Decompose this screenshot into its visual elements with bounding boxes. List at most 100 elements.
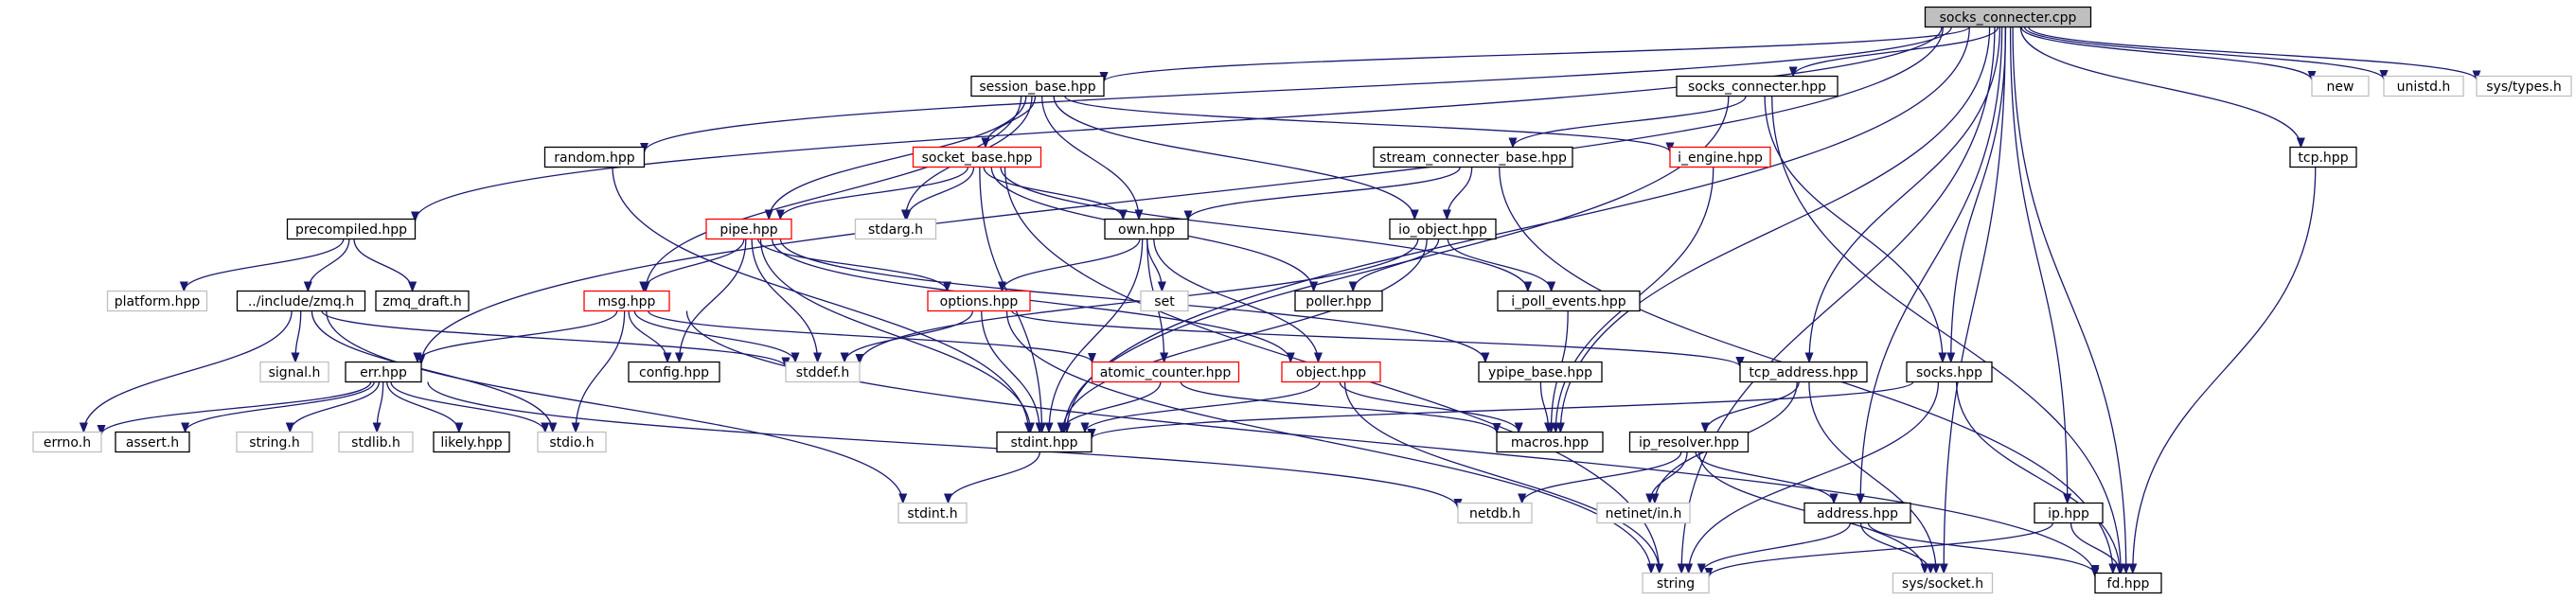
- node-platform: platform.hpp: [106, 290, 208, 312]
- node-zmq-h[interactable]: ../include/zmq.h: [236, 290, 366, 312]
- edge-atomic_counter-to-macros: [1180, 381, 1497, 433]
- node-box: [286, 218, 417, 240]
- node-io-object[interactable]: io_object.hpp: [1389, 218, 1497, 240]
- node-i-poll-events[interactable]: i_poll_events.hpp: [1497, 290, 1641, 312]
- edge-socks-to-stdint_hpp: [1092, 380, 1914, 439]
- node-netinet-in: netinet/in.h: [1596, 502, 1691, 524]
- edge-zmq_h-to-stdint_h: [326, 310, 903, 504]
- node-options[interactable]: options.hpp: [927, 290, 1031, 312]
- node-err-hpp[interactable]: err.hpp: [345, 361, 422, 383]
- node-poller[interactable]: poller.hpp: [1294, 290, 1383, 312]
- node-label: set: [1154, 294, 1175, 309]
- node-address[interactable]: address.hpp: [1803, 502, 1911, 524]
- node-zmq-draft[interactable]: zmq_draft.h: [375, 290, 470, 312]
- edge-ip-to-string: [1709, 522, 2054, 578]
- node-label: options.hpp: [940, 294, 1019, 309]
- node-box: [537, 431, 607, 453]
- edge-socks_connecter_cpp-to-precompiled: [416, 27, 1943, 221]
- edge-session_base-to-own: [1040, 96, 1139, 220]
- node-label: stream_connecter_base.hpp: [1379, 150, 1567, 166]
- node-box: [628, 361, 720, 383]
- edge-options-to-stddef_h: [844, 310, 974, 362]
- node-label: msg.hpp: [598, 294, 656, 309]
- node-socks-connecter-hpp[interactable]: socks_connecter.hpp: [1676, 75, 1839, 97]
- edge-err_hpp-to-assert_h: [186, 381, 375, 433]
- node-socks[interactable]: socks.hpp: [1906, 361, 1993, 383]
- node-macros[interactable]: macros.hpp: [1496, 431, 1604, 453]
- node-msg[interactable]: msg.hpp: [583, 290, 670, 312]
- node-box: [259, 361, 329, 383]
- node-box: [2289, 146, 2357, 168]
- node-box: [236, 290, 366, 312]
- edge-io_object-to-poller: [1353, 239, 1440, 292]
- node-label: err.hpp: [360, 365, 407, 380]
- edge-socks_connecter_cpp-to-socks_connecter_hpp: [1793, 27, 1999, 77]
- node-label: socket_base.hpp: [922, 150, 1033, 166]
- edge-err_hpp-to-stdio_h: [390, 381, 545, 433]
- node-config[interactable]: config.hpp: [628, 361, 720, 383]
- edge-stdint_hpp-to-stdint_h: [949, 451, 1040, 504]
- node-session-base[interactable]: session_base.hpp: [970, 75, 1105, 97]
- node-ip-resolver[interactable]: ip_resolver.hpp: [1628, 431, 1750, 453]
- node-box: [1389, 218, 1497, 240]
- node-box: [1281, 361, 1381, 383]
- node-stream-connecter-base[interactable]: stream_connecter_base.hpp: [1373, 146, 1573, 168]
- edge-ip_resolver-to-netinet_in: [1650, 451, 1688, 504]
- edge-msg-to-err_hpp: [417, 310, 618, 362]
- dependency-nodes: socks_connecter.cpp precompiled.hpp platfo…: [32, 6, 2572, 594]
- node-box: [106, 290, 208, 312]
- node-box: [2311, 75, 2370, 97]
- edge-pipe-to-msg: [644, 239, 745, 292]
- node-ip[interactable]: ip.hpp: [2034, 502, 2104, 524]
- node-stdint-hpp[interactable]: stdint.hpp: [996, 431, 1093, 453]
- node-string-h: string.h: [236, 431, 313, 453]
- edge-session_base-to-socket_base: [986, 96, 1037, 148]
- node-object[interactable]: object.hpp: [1281, 361, 1381, 383]
- node-tcp[interactable]: tcp.hpp: [2289, 146, 2357, 168]
- edge-socket_base-to-pipe: [780, 167, 969, 220]
- edge-socks_connecter_cpp-to-fd: [2012, 27, 2126, 574]
- node-box: [2034, 502, 2104, 524]
- node-label: ip.hpp: [2048, 506, 2089, 521]
- node-box: [1478, 361, 1603, 383]
- node-own[interactable]: own.hpp: [1104, 218, 1189, 240]
- node-stdint-h: stdint.h: [897, 502, 968, 524]
- dependency-edges: [83, 26, 2477, 578]
- edge-object-to-macros: [1339, 381, 1519, 433]
- node-label: sys/types.h: [2486, 80, 2561, 95]
- edge-zmq_h-to-signal_h: [295, 310, 302, 362]
- node-precompiled[interactable]: precompiled.hpp: [286, 218, 417, 240]
- node-atomic-counter[interactable]: atomic_counter.hpp: [1091, 361, 1240, 383]
- edge-own-to-options: [1002, 239, 1141, 292]
- edge-pipe-to-object: [771, 239, 1291, 362]
- node-box: [1496, 431, 1604, 453]
- node-label: unistd.h: [2397, 80, 2451, 95]
- node-box: [996, 431, 1093, 453]
- edge-address-to-string: [1701, 522, 1851, 574]
- node-random[interactable]: random.hpp: [543, 146, 646, 168]
- node-label: session_base.hpp: [979, 80, 1095, 95]
- node-socket-base[interactable]: socket_base.hpp: [912, 146, 1042, 168]
- node-box: [1739, 361, 1868, 383]
- node-assert-h[interactable]: assert.h: [115, 431, 190, 453]
- edge-err_hpp-to-netdb_h: [427, 381, 1458, 509]
- node-label: atomic_counter.hpp: [1100, 365, 1232, 380]
- edge-socks_connecter_cpp-to-string: [1681, 27, 1996, 574]
- node-tcp-address[interactable]: tcp_address.hpp: [1739, 361, 1868, 383]
- node-label: stddef.h: [796, 365, 849, 380]
- node-box: [854, 218, 937, 240]
- edge-options-to-stdint_hpp: [981, 310, 1039, 433]
- node-pipe[interactable]: pipe.hpp: [705, 218, 792, 240]
- node-label: ypipe_base.hpp: [1488, 365, 1592, 380]
- edge-session_base-to-io_object: [1053, 96, 1414, 220]
- node-box: [1091, 361, 1240, 383]
- node-fd[interactable]: fd.hpp: [2094, 572, 2162, 594]
- node-likely[interactable]: likely.hpp: [433, 431, 510, 453]
- node-ypipe-base[interactable]: ypipe_base.hpp: [1478, 361, 1603, 383]
- edge-tcp_address-to-ip_resolver: [1705, 381, 1800, 433]
- node-i-engine[interactable]: i_engine.hpp: [1669, 146, 1771, 168]
- node-socks-connecter-cpp[interactable]: socks_connecter.cpp: [1924, 6, 2092, 28]
- node-label: socks.hpp: [1916, 365, 1982, 380]
- node-label: stdint.h: [907, 506, 957, 521]
- node-label: random.hpp: [554, 150, 635, 166]
